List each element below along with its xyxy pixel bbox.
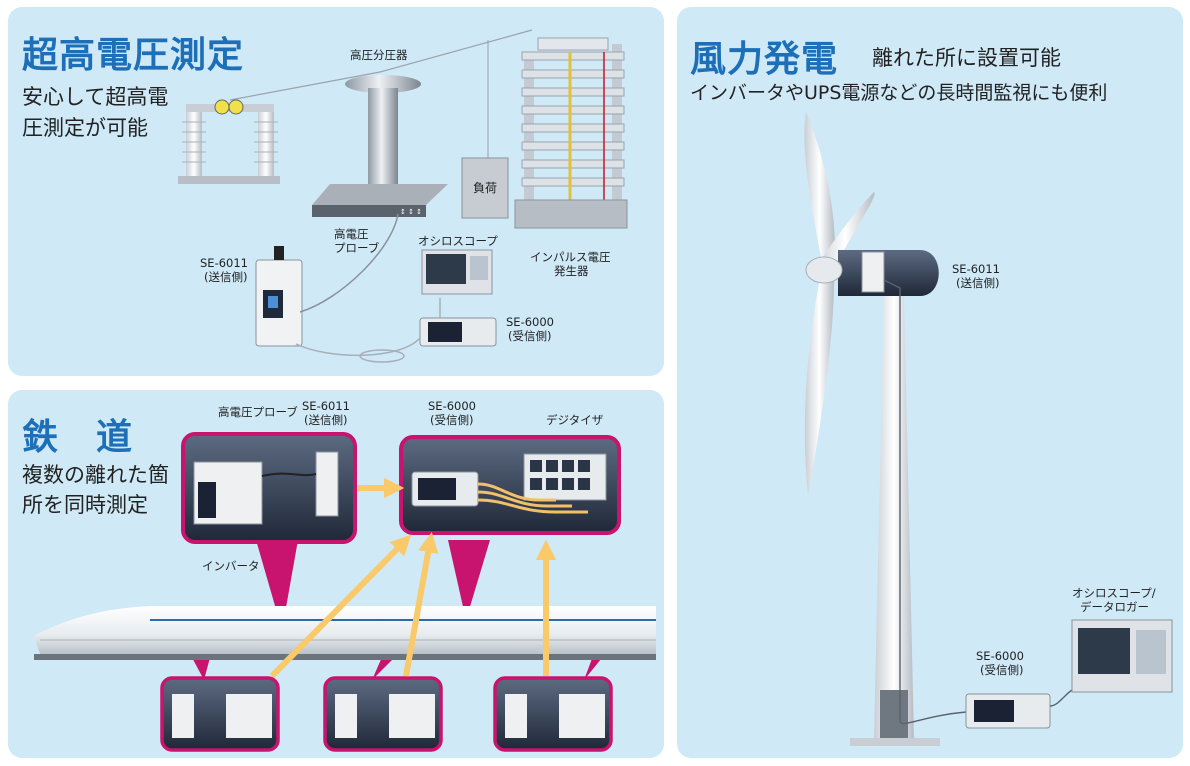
rail-rx-role: (受信側) xyxy=(430,413,474,427)
rail-box-inverter xyxy=(181,432,357,544)
hv-probe-label-line2: プローブ xyxy=(334,241,380,255)
rail-illustration xyxy=(34,432,656,752)
rail-box-receiver xyxy=(399,435,621,535)
hv-oscilloscope xyxy=(421,249,493,295)
rail-box-car2 xyxy=(323,676,443,752)
rail-probe-label: 高電圧プローブ xyxy=(218,405,298,419)
blade-lower xyxy=(804,278,834,496)
wind-illustration xyxy=(804,112,1173,746)
wind-transmitter xyxy=(861,251,885,293)
rail-rx-model: SE-6000 xyxy=(428,399,476,413)
hv-tx-role: (送信側) xyxy=(204,270,248,284)
blade-right xyxy=(816,192,875,272)
blade-upper xyxy=(804,112,835,262)
wind-tx-role: (送信側) xyxy=(956,276,1000,290)
hv-desc-line1: 安心して超高電 xyxy=(22,85,169,109)
rail-tx-role: (送信側) xyxy=(304,413,348,427)
hv-rx-model: SE-6000 xyxy=(506,315,554,329)
insulator-pair xyxy=(178,99,280,184)
hv-impulse-label-line1: インパルス電圧 xyxy=(530,250,611,264)
rail-inverter-label: インバータ xyxy=(202,559,260,573)
wind-rx-role: (受信側) xyxy=(980,663,1024,677)
hv-divider: ↕ ↕ ↕ xyxy=(312,75,448,217)
hv-title: 超高電圧測定 xyxy=(22,35,245,76)
rail-box-car1 xyxy=(160,676,280,752)
wind-subtitle: インバータやUPS電源などの長時間監視にも便利 xyxy=(690,82,1108,104)
hv-desc-line2: 圧測定が可能 xyxy=(22,116,148,140)
turbine-tower xyxy=(874,296,914,740)
wind-scope-label-line2: データロガー xyxy=(1080,600,1149,614)
load-box xyxy=(461,157,509,219)
wind-tx-model: SE-6011 xyxy=(952,262,1000,276)
hv-impulse-label-line2: 発生器 xyxy=(554,264,589,278)
wind-title-note: 離れた所に設置可能 xyxy=(872,46,1061,70)
hv-tx-model: SE-6011 xyxy=(200,256,248,270)
rail-digitizer-label: デジタイザ xyxy=(546,413,604,427)
rail-box-car3 xyxy=(493,676,613,752)
wind-scope-label-line1: オシロスコープ/ xyxy=(1072,586,1156,600)
wireless-arrows xyxy=(269,477,557,679)
impulse-generator xyxy=(514,37,628,229)
shinkansen-train xyxy=(34,606,656,660)
hv-transmitter xyxy=(255,246,303,347)
hv-probe-label-line1: 高電圧 xyxy=(334,227,369,241)
rail-tx-model: SE-6011 xyxy=(302,399,350,413)
hv-divider-label: 高圧分圧器 xyxy=(350,48,408,62)
rail-desc-line1: 複数の離れた箇 xyxy=(22,463,169,487)
nacelle xyxy=(838,250,939,296)
rail-title: 鉄 道 xyxy=(22,417,134,458)
rail-desc-line2: 所を同時測定 xyxy=(22,493,148,517)
wind-rx-model: SE-6000 xyxy=(976,649,1024,663)
hv-load-label: 負荷 xyxy=(473,181,498,195)
wind-title: 風力発電 xyxy=(690,39,839,80)
hv-scope-label: オシロスコープ xyxy=(418,234,498,248)
hv-receiver xyxy=(419,317,497,347)
hv-rx-role: (受信側) xyxy=(508,329,552,343)
svg-text:↕ ↕ ↕: ↕ ↕ ↕ xyxy=(400,208,422,216)
hv-illustration: ↕ ↕ ↕ xyxy=(178,29,628,363)
